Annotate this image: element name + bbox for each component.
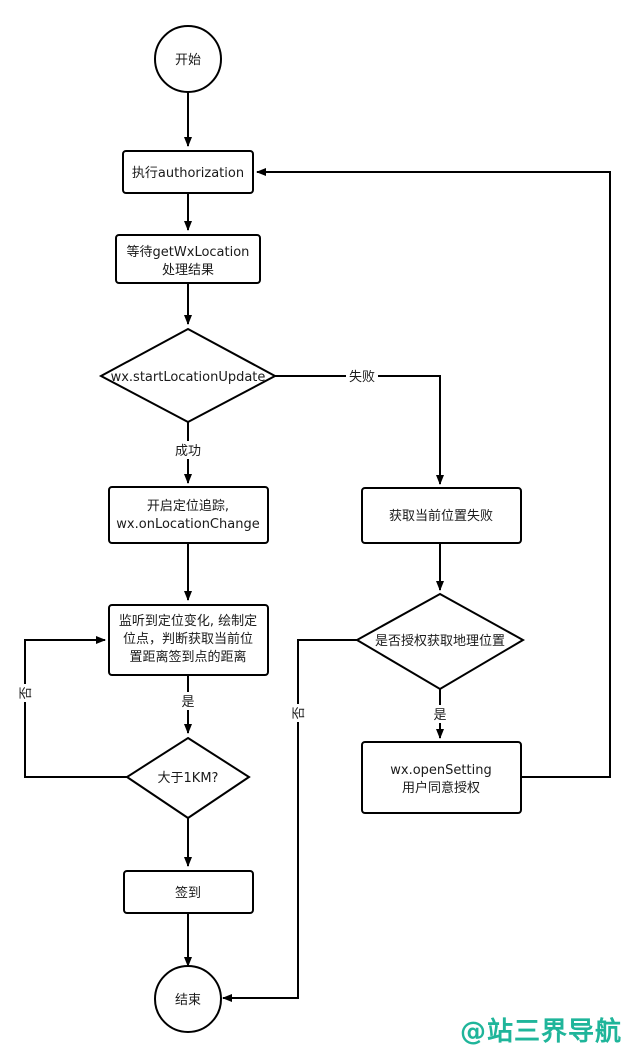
svg-text:开启定位追踪,: 开启定位追踪, bbox=[147, 498, 229, 514]
svg-text:大于1KM?: 大于1KM? bbox=[158, 771, 219, 786]
node-start: 开始 bbox=[154, 25, 222, 93]
node-open-setting: wx.openSetting 用户同意授权 bbox=[361, 741, 522, 814]
edge-label-success: 成功 bbox=[172, 441, 204, 459]
edge-label-no-auth: 否 bbox=[289, 704, 307, 722]
edge-auth-check-no-to-end bbox=[222, 639, 357, 1002]
svg-text:用户同意授权: 用户同意授权 bbox=[402, 780, 480, 796]
svg-text:开始: 开始 bbox=[175, 53, 201, 68]
watermark: @站三界导航 bbox=[459, 1017, 622, 1047]
node-authorization: 执行authorization bbox=[122, 150, 254, 194]
node-enable-tracking: 开启定位追踪, wx.onLocationChange bbox=[108, 486, 269, 544]
svg-text:wx.onLocationChange: wx.onLocationChange bbox=[116, 517, 259, 532]
edge-open-setting-loop-to-authorization bbox=[256, 168, 611, 778]
edge-start-location-update-to-failed bbox=[275, 375, 444, 485]
svg-text:是: 是 bbox=[433, 708, 446, 723]
svg-text:监听到定位变化, 绘制定: 监听到定位变化, 绘制定 bbox=[119, 613, 257, 629]
svg-text:执行authorization: 执行authorization bbox=[132, 166, 244, 181]
svg-text:置距离签到点的距离: 置距离签到点的距离 bbox=[129, 649, 246, 665]
svg-text:是否授权获取地理位置: 是否授权获取地理位置 bbox=[375, 633, 505, 649]
node-start-location-update: wx.startLocationUpdate bbox=[98, 327, 278, 424]
svg-text:获取当前位置失败: 获取当前位置失败 bbox=[389, 508, 493, 524]
svg-text:wx.openSetting: wx.openSetting bbox=[390, 763, 491, 778]
svg-text:等待getWxLocation: 等待getWxLocation bbox=[127, 244, 250, 260]
node-wait-result: 等待getWxLocation 处理结果 bbox=[115, 234, 261, 284]
svg-text:位点，判断获取当前位: 位点，判断获取当前位 bbox=[123, 631, 253, 647]
svg-text:签到: 签到 bbox=[175, 885, 201, 901]
edge-label-fail: 失败 bbox=[346, 367, 378, 385]
svg-text:结束: 结束 bbox=[175, 993, 201, 1008]
svg-text:否: 否 bbox=[19, 686, 34, 699]
svg-text:否: 否 bbox=[292, 706, 307, 719]
svg-text:wx.startLocationUpdate: wx.startLocationUpdate bbox=[111, 370, 266, 385]
node-greater-than-1km: 大于1KM? bbox=[125, 736, 251, 820]
node-is-authorized: 是否授权获取地理位置 bbox=[354, 592, 526, 691]
edge-label-yes-distance: 是 bbox=[180, 692, 196, 710]
node-end: 结束 bbox=[154, 965, 222, 1033]
node-sign-in: 签到 bbox=[123, 870, 254, 914]
edge-distance-check-no-loop bbox=[24, 636, 127, 778]
svg-text:成功: 成功 bbox=[175, 444, 201, 459]
svg-text:是: 是 bbox=[181, 695, 194, 710]
node-get-location-failed: 获取当前位置失败 bbox=[361, 487, 522, 544]
svg-text:失败: 失败 bbox=[349, 370, 375, 385]
svg-text:处理结果: 处理结果 bbox=[162, 263, 214, 278]
node-listen-location-change: 监听到定位变化, 绘制定 位点，判断获取当前位 置距离签到点的距离 bbox=[108, 604, 269, 676]
edge-label-no-distance: 否 bbox=[16, 684, 34, 702]
edge-label-yes-auth: 是 bbox=[432, 705, 448, 723]
